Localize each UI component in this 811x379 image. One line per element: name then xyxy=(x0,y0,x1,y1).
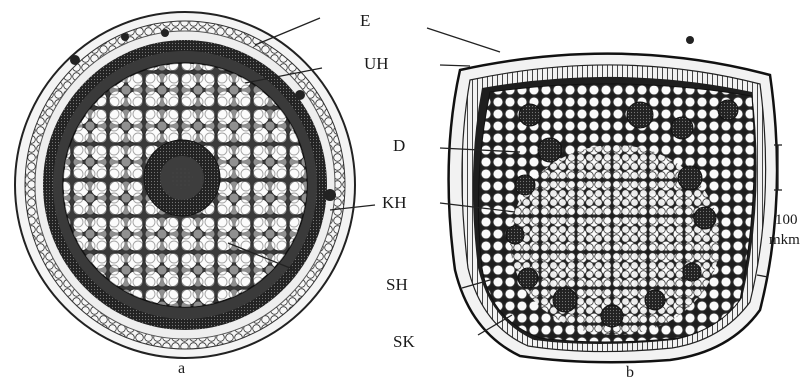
label-sh: SH xyxy=(386,276,408,293)
label-d: D xyxy=(393,137,405,154)
scale-bar-value: 100 xyxy=(775,213,798,228)
panel-a-caption: a xyxy=(178,361,185,377)
section-a xyxy=(15,12,355,358)
label-uh: UH xyxy=(364,55,389,72)
section-b xyxy=(449,36,777,362)
label-sk: SK xyxy=(393,333,415,350)
label-e: E xyxy=(360,12,370,29)
scale-bar-unit: mkm xyxy=(769,233,800,248)
panel-b-caption: b xyxy=(626,365,634,379)
label-kh: KH xyxy=(382,194,407,211)
